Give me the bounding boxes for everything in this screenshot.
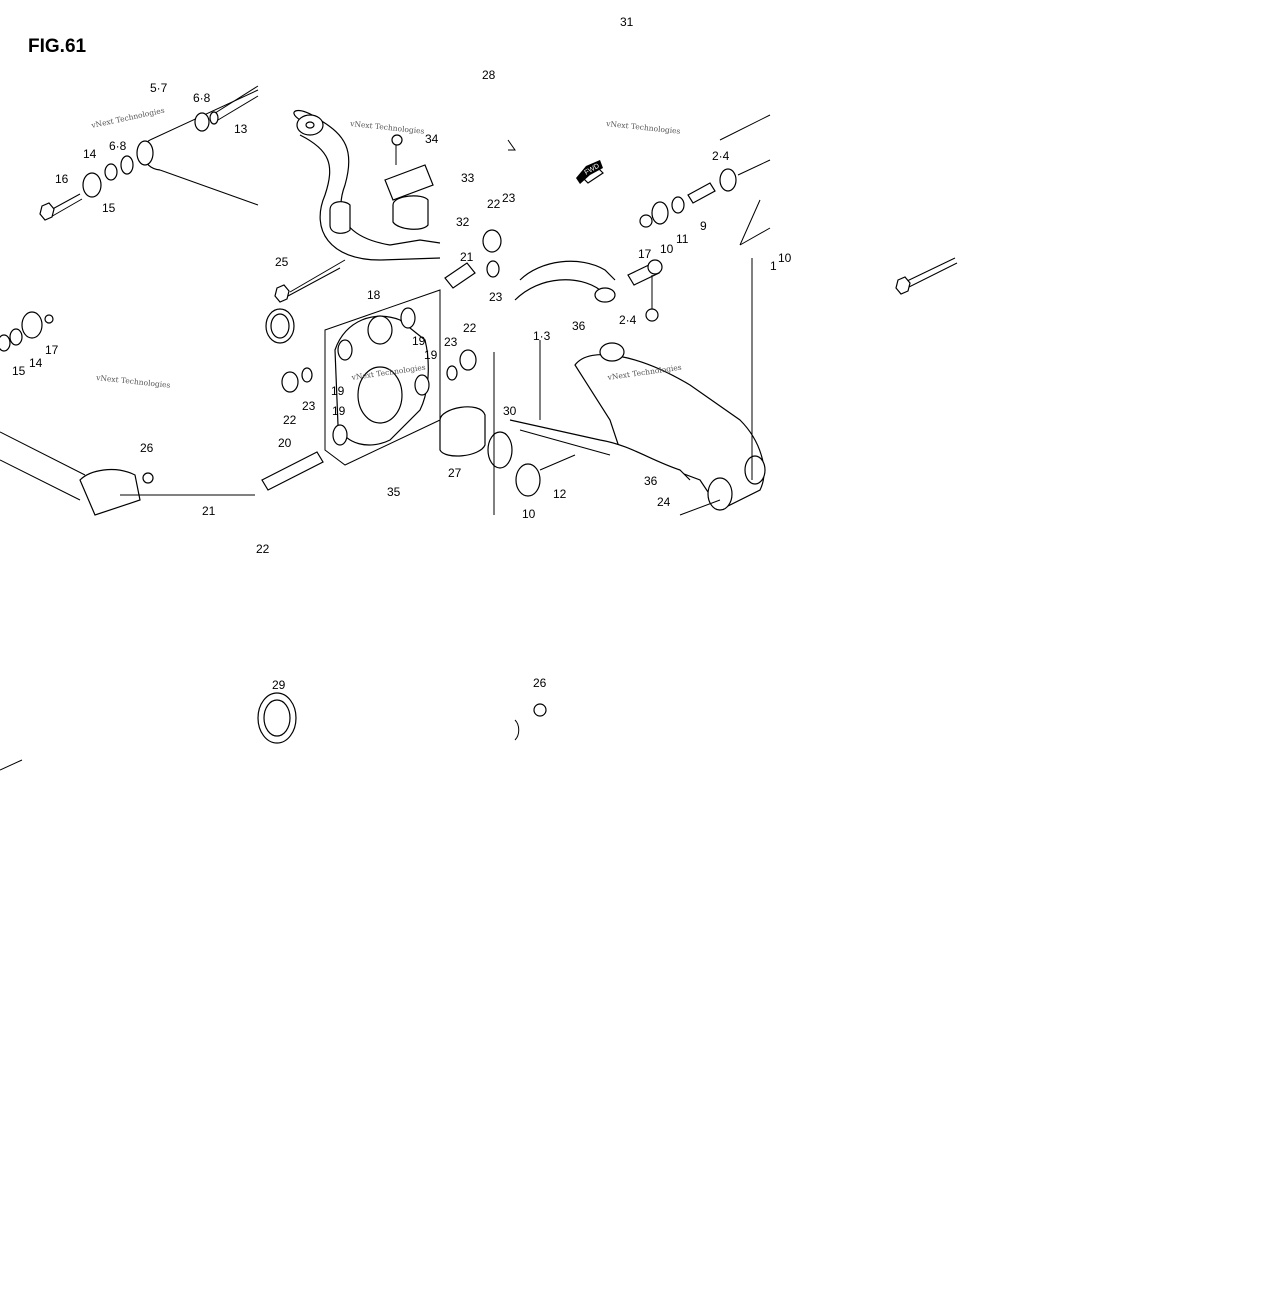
callout-34: 34 xyxy=(425,132,439,146)
knuckle-assembly xyxy=(261,229,513,491)
callout-1-right: 1 xyxy=(770,259,777,273)
callout-35: 35 xyxy=(387,485,401,499)
lower-parts xyxy=(0,692,547,771)
callout-22-bottom: 22 xyxy=(256,542,270,556)
callout-32: 32 xyxy=(456,215,470,229)
callout-19-d: 19 xyxy=(332,404,346,418)
callout-23-mid: 23 xyxy=(489,290,503,304)
callout-17-left: 17 xyxy=(45,343,59,357)
watermark-2: vNext Technologies xyxy=(349,119,425,136)
callout-10-bottom: 10 xyxy=(522,507,536,521)
callout-21-top: 21 xyxy=(460,250,474,264)
left-arm xyxy=(0,311,255,516)
callout-16: 16 xyxy=(55,172,69,186)
rear-arm-assembly xyxy=(493,139,766,516)
callout-1-3: 1·3 xyxy=(533,329,551,343)
callout-33: 33 xyxy=(461,171,475,185)
callout-20: 20 xyxy=(278,436,292,450)
callout-11: 11 xyxy=(676,232,689,246)
callout-10-top: 10 xyxy=(660,242,674,256)
callout-23-left: 23 xyxy=(302,399,316,413)
callout-18: 18 xyxy=(367,288,381,302)
callout-29: 29 xyxy=(272,678,286,692)
callout-15-top: 15 xyxy=(102,201,116,215)
callout-24: 24 xyxy=(657,495,671,509)
callout-19-a: 19 xyxy=(412,334,426,348)
stabilizer-link-right xyxy=(514,114,771,322)
callout-25: 25 xyxy=(275,255,289,269)
watermark-4: vNext Technologies xyxy=(95,373,171,390)
callout-19-b: 19 xyxy=(424,348,438,362)
stabilizer-bar-center xyxy=(293,110,441,261)
callout-5-7: 5·7 xyxy=(150,81,168,95)
callout-26-bottom: 26 xyxy=(533,676,547,690)
callout-28: 28 xyxy=(482,68,496,82)
callout-2-4-mid: 2·4 xyxy=(619,313,637,327)
callout-30: 30 xyxy=(503,404,517,418)
callout-31: 31 xyxy=(620,15,634,29)
watermark-3: vNext Technologies xyxy=(605,119,681,136)
callout-19-c: 19 xyxy=(331,384,345,398)
callout-22-mid: 22 xyxy=(463,321,477,335)
callout-21-bottom: 21 xyxy=(202,504,216,518)
callout-36-bottom: 36 xyxy=(644,474,658,488)
callout-22-top: 22 xyxy=(487,197,501,211)
callout-27: 27 xyxy=(448,466,462,480)
callout-12: 12 xyxy=(553,487,567,501)
callout-23-right: 23 xyxy=(444,335,458,349)
callout-23-top: 23 xyxy=(502,191,516,205)
callout-10-right: 10 xyxy=(778,251,792,265)
callout-6-8-top: 6·8 xyxy=(193,91,211,105)
callout-15-left: 15 xyxy=(12,364,26,378)
callout-22-left: 22 xyxy=(283,413,297,427)
callout-2-4-top: 2·4 xyxy=(712,149,730,163)
callouts: 31 28 5·7 6·8 13 34 33 32 14 6·8 16 15 2… xyxy=(12,15,792,692)
watermark-1: vNext Technologies xyxy=(90,106,166,131)
callout-26-left: 26 xyxy=(140,441,154,455)
callout-14-top: 14 xyxy=(83,147,97,161)
callout-9: 9 xyxy=(700,219,707,233)
callout-6-8-left: 6·8 xyxy=(109,139,127,153)
callout-14-left: 14 xyxy=(29,356,43,370)
stabilizer-bar-left xyxy=(39,85,259,221)
callout-17-right: 17 xyxy=(638,247,652,261)
callout-13: 13 xyxy=(234,122,248,136)
callout-36-top: 36 xyxy=(572,319,586,333)
right-fragment xyxy=(895,257,958,295)
figure-title: FIG.61 xyxy=(28,36,87,57)
